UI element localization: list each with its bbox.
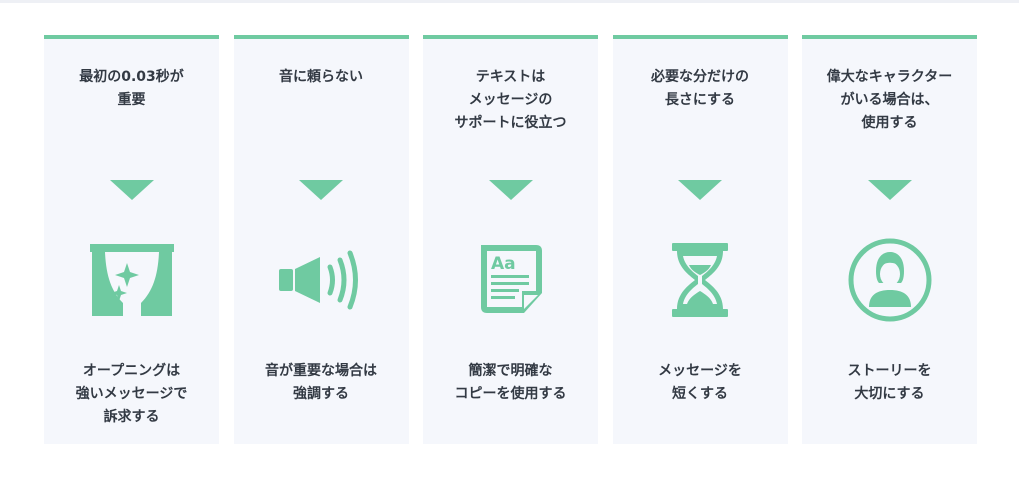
card-title: 音に頼らない [279, 69, 363, 85]
down-arrow-icon [488, 180, 533, 200]
hourglass-icon [655, 235, 745, 325]
tips-card-row: 最初の0.03秒が 重要 オープニングは 強いメッセージで 訴求する 音に頼らな… [44, 35, 977, 444]
down-arrow-icon [299, 180, 343, 200]
card-title: 最初の0.03秒が 重要 [79, 69, 184, 108]
card-title: 必要な分だけの 長さにする [651, 69, 749, 108]
card-description: オープニングは 強いメッセージで 訴求する [75, 363, 188, 425]
curtain-sparkle-icon [87, 235, 177, 325]
document-text-icon: Aa [466, 235, 556, 325]
card-description: メッセージを 短くする [658, 363, 742, 402]
card-description: ストーリーを 大切にする [847, 363, 932, 402]
speaker-icon [276, 235, 366, 325]
card-title: テキストは メッセージの サポートに役立つ [454, 69, 567, 131]
tip-card-sound: 音に頼らない 音が重要な場合は 強調する [233, 35, 409, 444]
down-arrow-icon [867, 180, 912, 200]
card-description: 音が重要な場合は 強調する [265, 363, 377, 402]
document-text-label: Aa [491, 254, 516, 274]
tip-card-text: テキストは メッセージの サポートに役立つ Aa 簡潔で明確な コピーを使用する [423, 35, 598, 444]
tip-card-opening: 最初の0.03秒が 重要 オープニングは 強いメッセージで 訴求する [44, 35, 219, 444]
card-title: 偉大なキャラクター がいる場合は、 使用する [826, 69, 953, 131]
card-description: 簡潔で明確な コピーを使用する [454, 363, 567, 402]
tip-card-character: 偉大なキャラクター がいる場合は、 使用する ストーリーを 大切にする [802, 35, 977, 444]
down-arrow-icon [109, 180, 154, 200]
tip-card-length: 必要な分だけの 長さにする メッセージを 短くする [612, 35, 788, 444]
down-arrow-icon [678, 180, 722, 200]
top-divider [0, 0, 1019, 3]
person-circle-icon [845, 235, 935, 325]
